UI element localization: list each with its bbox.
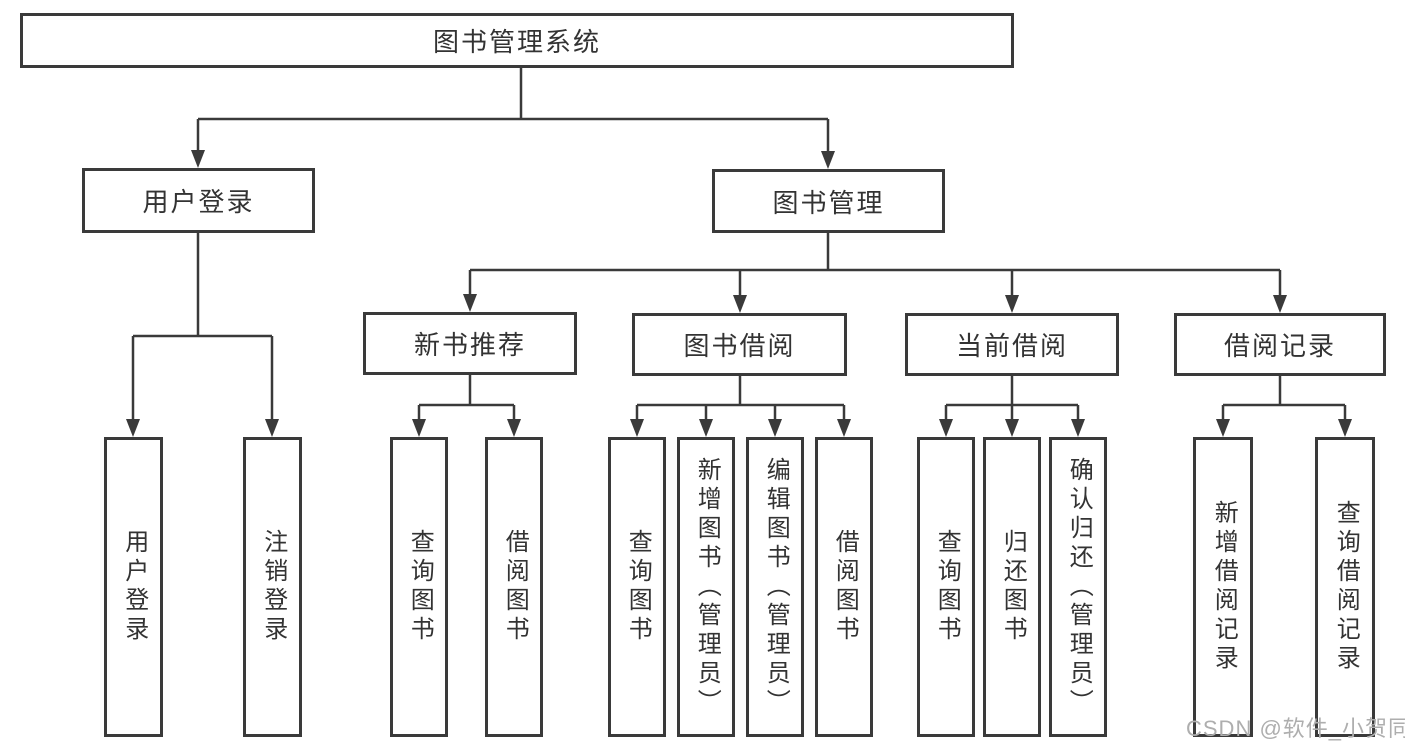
node-user-login: 用户登录 (82, 168, 315, 233)
node-borrow-records: 借阅记录 (1174, 313, 1386, 376)
leaf-query-borrow-record: 查询借阅记录 (1315, 437, 1375, 737)
leaf-confirm-return-admin: 确认归还（管理员） (1049, 437, 1107, 737)
leaf-query-books-2: 查询图书 (608, 437, 666, 737)
leaf-logout: 注销登录 (243, 437, 302, 737)
node-book-management: 图书管理 (712, 169, 945, 233)
leaf-edit-books-admin: 编辑图书（管理员） (746, 437, 804, 737)
node-new-book-recommend: 新书推荐 (363, 312, 577, 375)
leaf-borrow-books-2: 借阅图书 (815, 437, 873, 737)
leaf-add-books-admin: 新增图书（管理员） (677, 437, 735, 737)
connector-arrowheads (126, 150, 1352, 437)
leaf-return-books: 归还图书 (983, 437, 1041, 737)
leaf-borrow-books-1: 借阅图书 (485, 437, 543, 737)
leaf-user-login: 用户登录 (104, 437, 163, 737)
connector-shafts (131, 68, 1347, 421)
leaf-add-borrow-record: 新增借阅记录 (1193, 437, 1253, 737)
csdn-watermark: CSDN @软件_小贺同学 (1186, 716, 1405, 741)
leaf-query-books-3: 查询图书 (917, 437, 975, 737)
node-root-library-system: 图书管理系统 (20, 13, 1014, 68)
leaf-query-books-1: 查询图书 (390, 437, 448, 737)
node-current-borrow: 当前借阅 (905, 313, 1119, 376)
node-book-borrow: 图书借阅 (632, 313, 847, 376)
